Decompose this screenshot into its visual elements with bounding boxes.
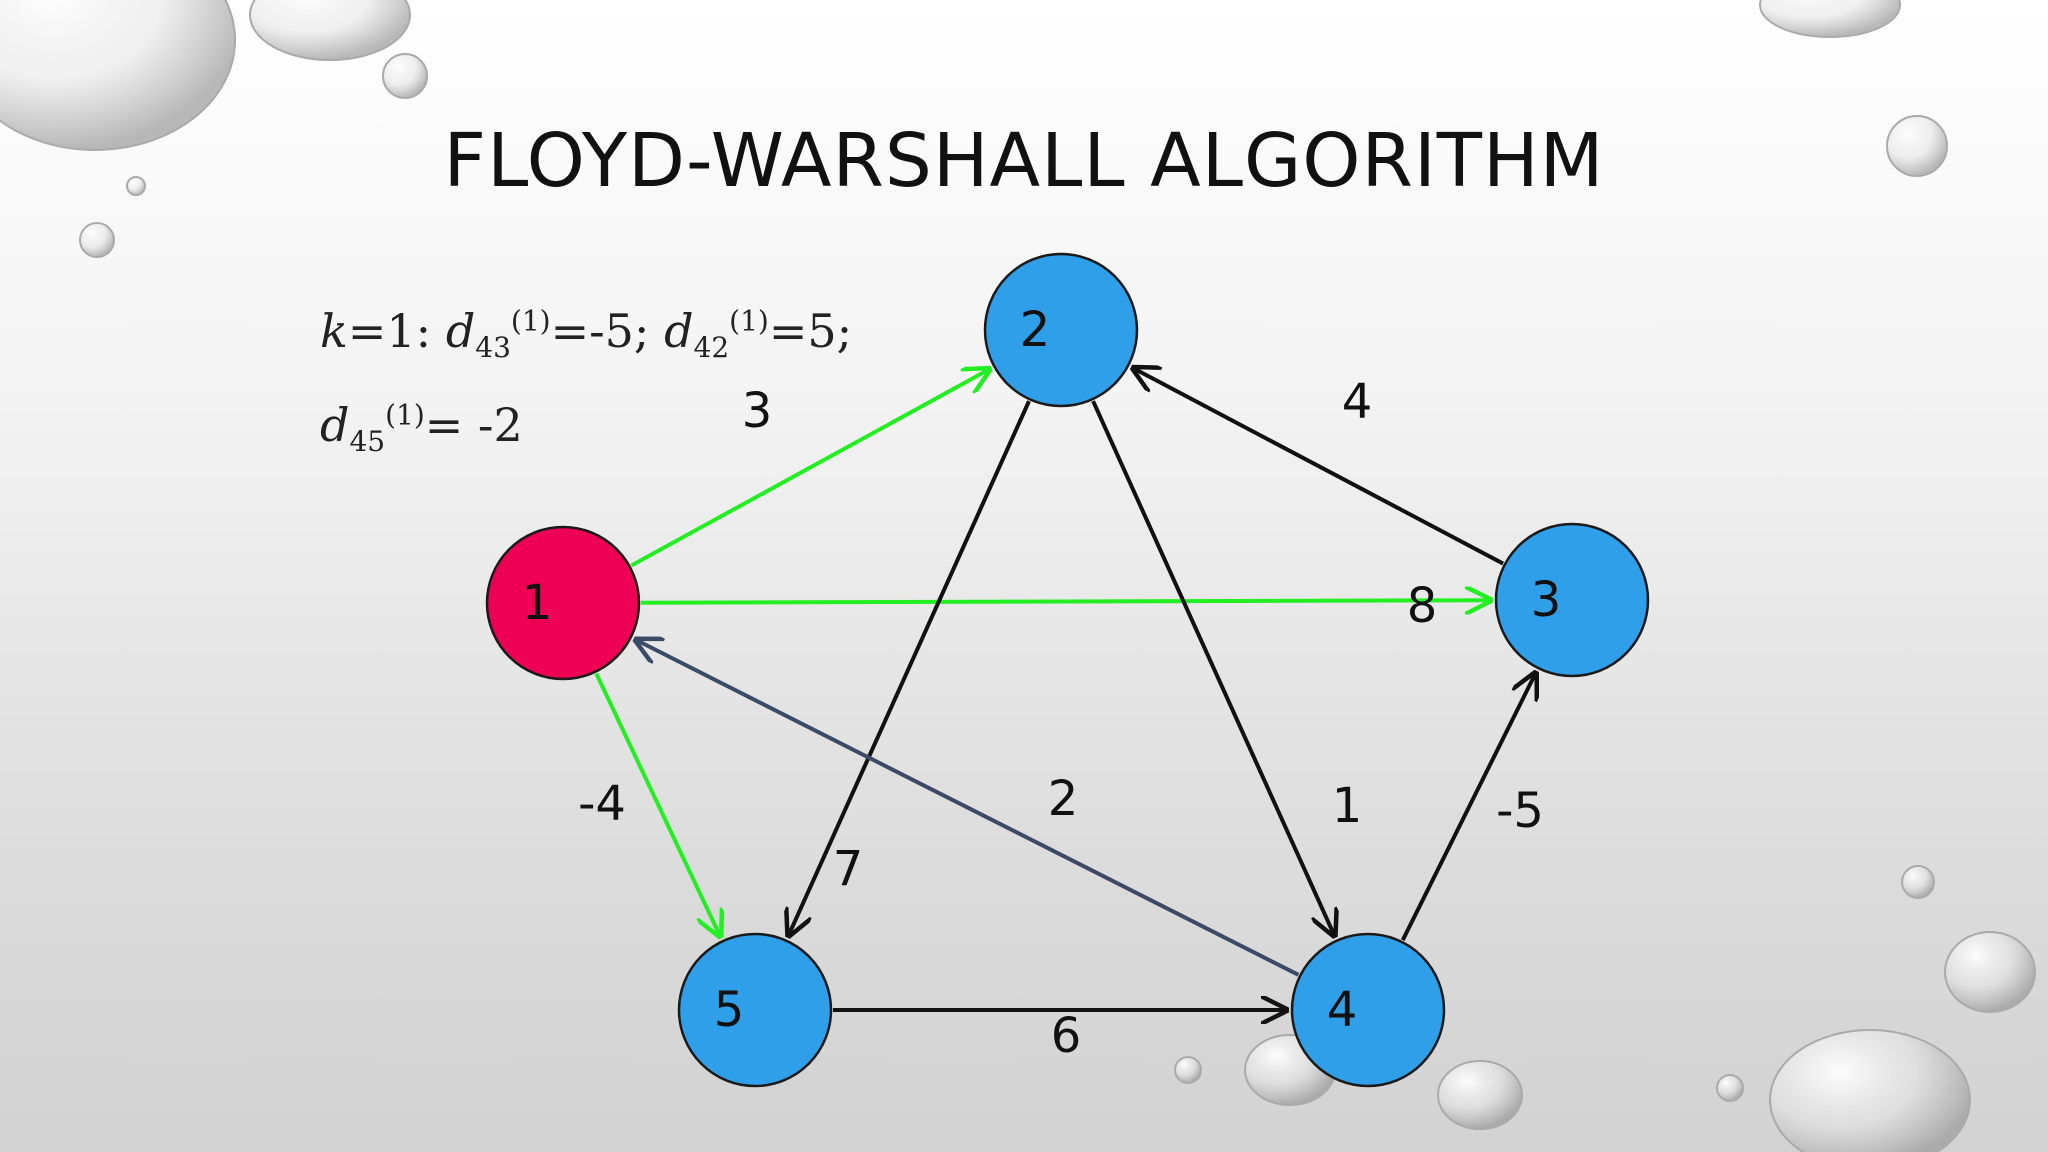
water-drop-bottom-right	[1769, 1029, 1971, 1152]
formula-variable-d: d	[320, 398, 350, 452]
edge-weight-1-3: 8	[1407, 578, 1438, 634]
formula-subscript: 45	[349, 425, 386, 459]
node-1	[485, 525, 641, 681]
edge-weight-1-5: -4	[578, 776, 626, 832]
formula-value: = -2	[424, 398, 523, 452]
water-drop-tiny	[1716, 1074, 1744, 1102]
edge-4-to-1	[636, 640, 1300, 977]
edge-1-to-5	[594, 672, 720, 936]
edge-weight-3-2: 4	[1342, 374, 1373, 430]
formula-k-value: =1:	[347, 304, 446, 358]
edge-2-to-5	[789, 400, 1031, 935]
formula-line-1: k=1: d43(1)=-5; d42(1)=5;	[320, 304, 852, 364]
node-label-1: 1	[522, 575, 553, 631]
edge-2-to-4	[1091, 400, 1334, 935]
formula-subscript: 43	[475, 331, 511, 365]
water-drop-small	[382, 53, 428, 99]
edge-weight-2-5: 7	[833, 841, 864, 897]
water-drop-right	[1886, 115, 1948, 177]
edge-weight-5-4: 6	[1051, 1008, 1082, 1064]
edge-weight-1-2: 3	[742, 383, 773, 439]
edge-1-to-3	[640, 600, 1490, 603]
water-drop-small	[79, 222, 115, 258]
formula-variable-k: k	[320, 304, 348, 358]
water-drop-tiny	[126, 176, 146, 196]
formula-superscript: (1)	[510, 304, 551, 338]
node-2	[983, 252, 1139, 408]
formula-subscript: 42	[693, 331, 730, 365]
water-drop-top-left	[0, 0, 236, 151]
formula-value: =-5;	[550, 304, 665, 358]
formula-line-2: d45(1)= -2	[320, 398, 523, 458]
node-label-5: 5	[714, 982, 745, 1038]
edge-weight-4-1: 2	[1048, 771, 1079, 827]
node-label-3: 3	[1531, 572, 1562, 628]
water-drop-tiny	[1174, 1056, 1202, 1084]
node-5	[677, 932, 833, 1088]
node-label-4: 4	[1327, 982, 1358, 1038]
node-3	[1494, 522, 1650, 678]
edge-4-to-3	[1400, 673, 1536, 942]
edge-weight-4-3: -5	[1496, 783, 1544, 839]
water-drop-top-right	[1759, 0, 1901, 38]
water-drop-right	[1944, 931, 2036, 1013]
water-drop-top	[249, 0, 411, 61]
node-4	[1290, 932, 1446, 1088]
edge-1-to-2	[630, 369, 989, 568]
formula-value: =5;	[768, 304, 853, 358]
slide-title: FLOYD-WARSHALL ALGORITHM	[443, 118, 1605, 204]
edge-weight-2-4: 1	[1332, 778, 1363, 834]
formula-variable-d: d	[664, 304, 694, 358]
formula-variable-d: d	[445, 304, 476, 358]
formula-superscript: (1)	[729, 304, 769, 338]
formula-superscript: (1)	[385, 398, 425, 432]
water-drop-small	[1901, 865, 1935, 899]
water-drop-bottom	[1437, 1060, 1523, 1130]
edge-3-to-2	[1134, 368, 1504, 566]
node-label-2: 2	[1020, 302, 1051, 358]
